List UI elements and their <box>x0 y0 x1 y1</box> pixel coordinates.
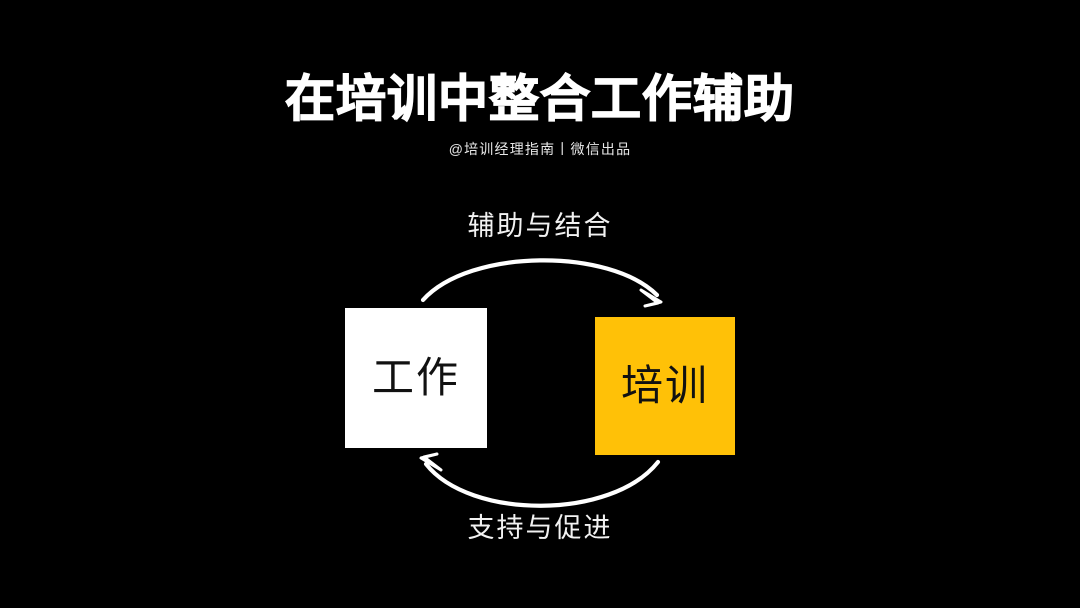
cycle-arrows <box>419 258 663 508</box>
cycle-diagram: 辅助与结合 支持与促进 工作 培训 <box>0 190 1080 570</box>
node-training-label: 培训 <box>620 362 709 409</box>
node-work-label: 工作 <box>371 354 460 401</box>
slide-header: 在培训中整合工作辅助 @培训经理指南丨微信出品 <box>0 70 1080 158</box>
edge-label-training-to-work: 支持与促进 <box>467 513 613 543</box>
edge-label-work-to-training: 辅助与结合 <box>467 211 613 241</box>
slide-subtitle: @培训经理指南丨微信出品 <box>448 141 632 157</box>
node-work[interactable]: 工作 <box>345 308 487 448</box>
page-title: 在培训中整合工作辅助 <box>284 70 795 127</box>
arrow-work-to-training <box>420 258 663 308</box>
node-training[interactable]: 培训 <box>595 317 735 455</box>
arrow-training-to-work <box>419 452 661 508</box>
